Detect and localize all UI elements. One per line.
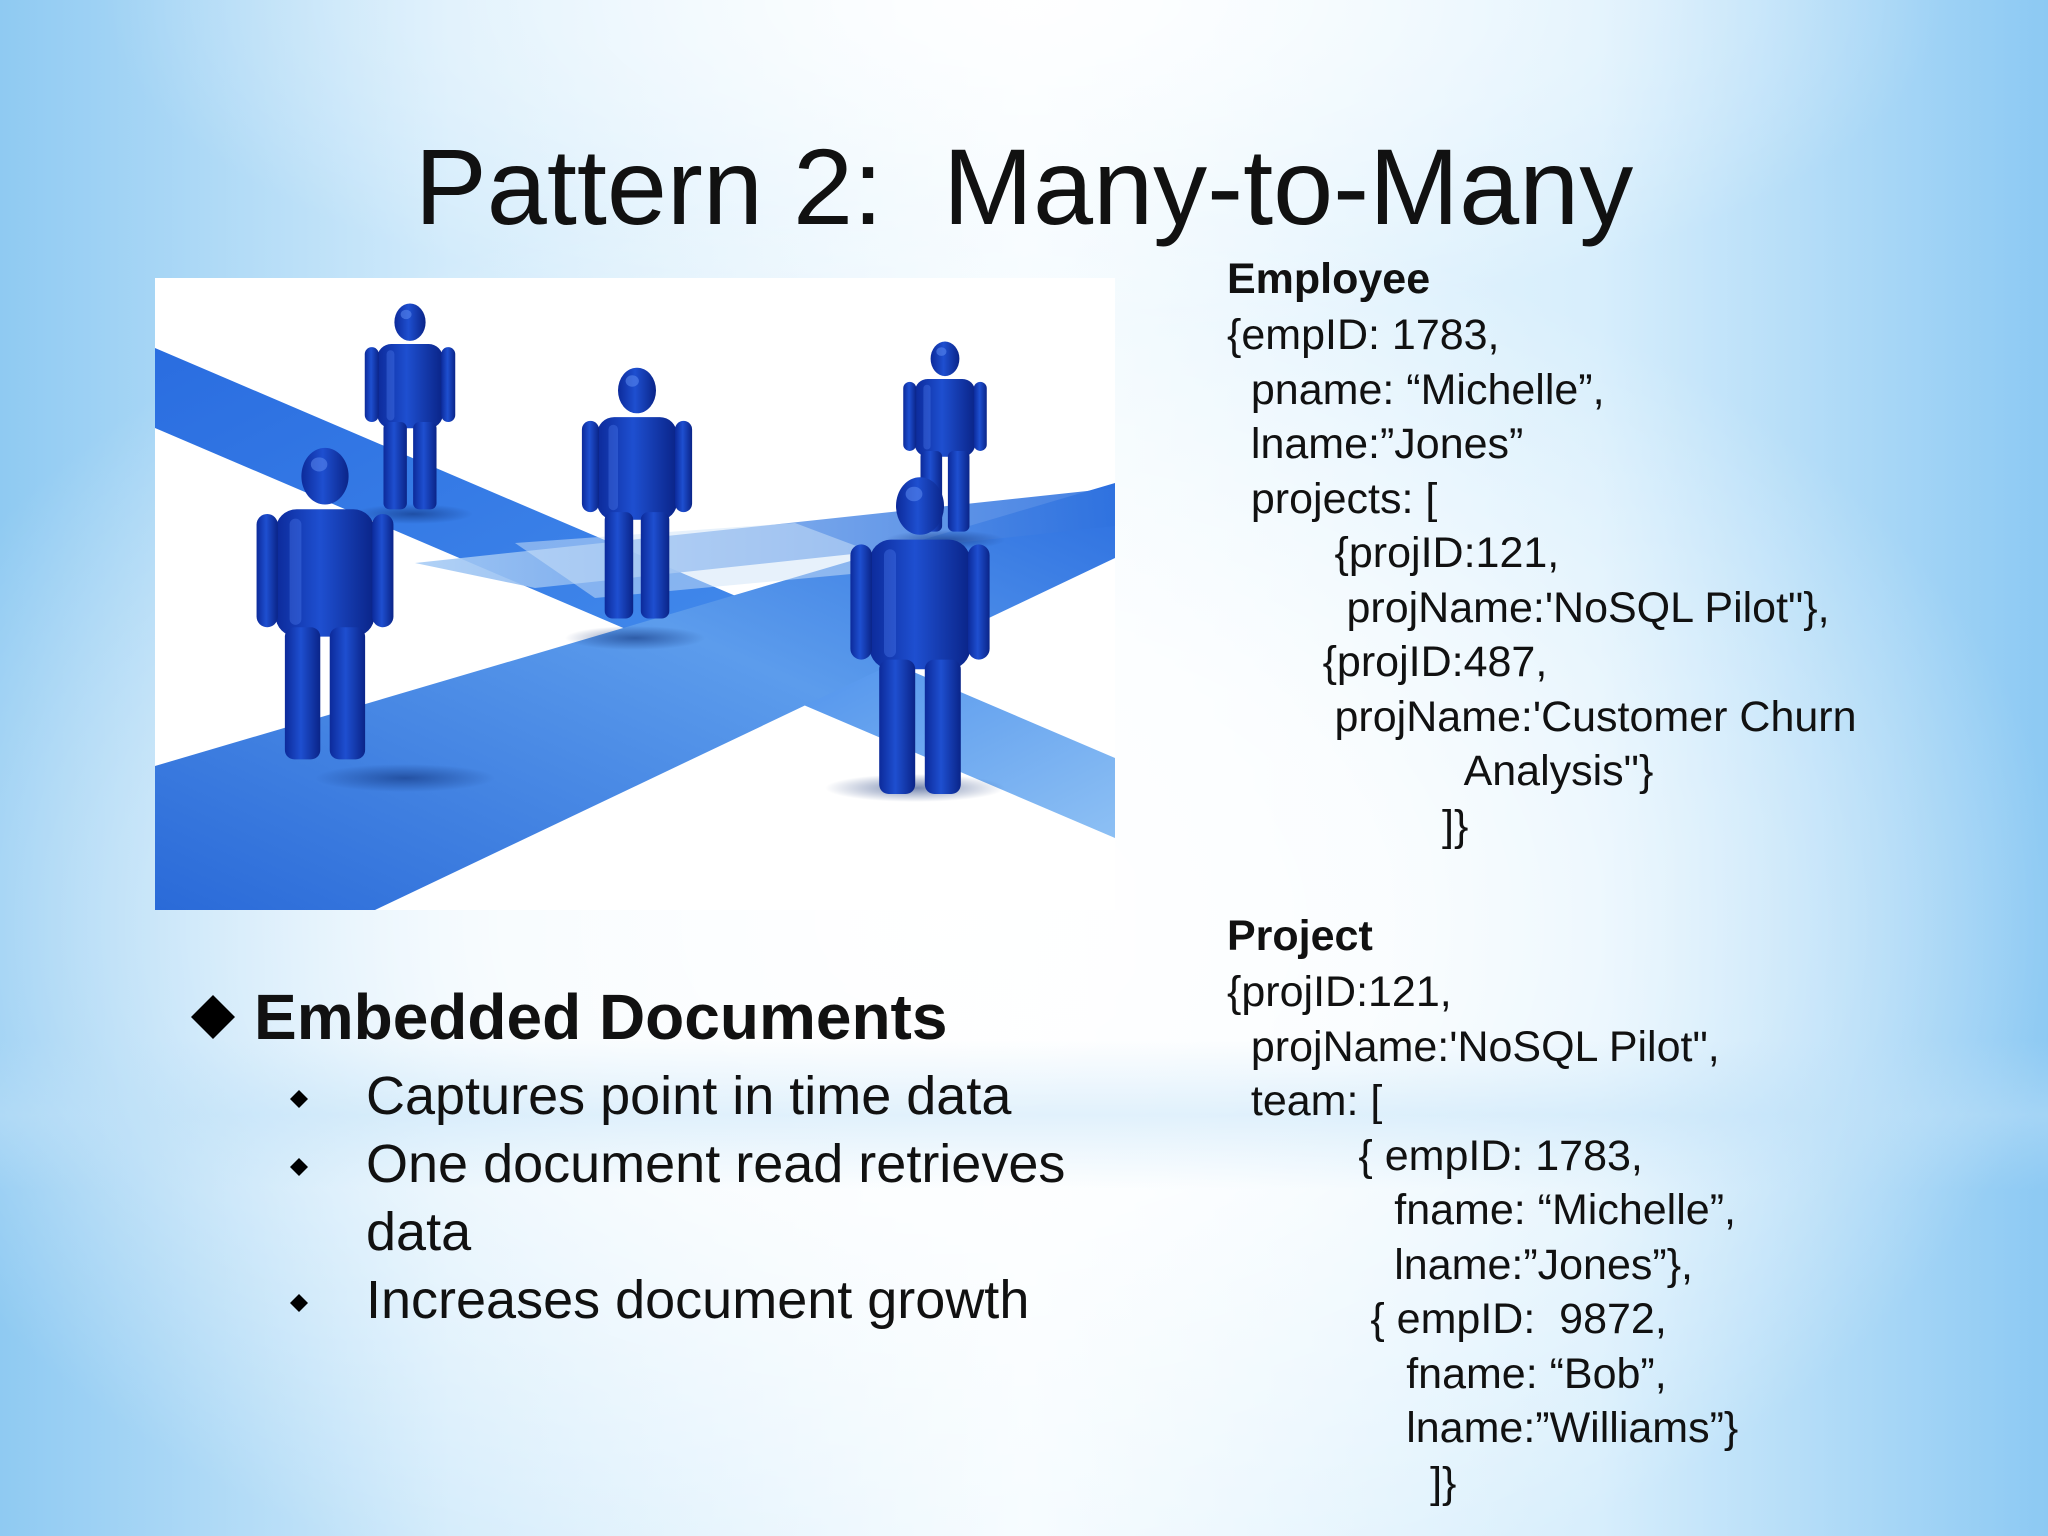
- employee-code-line: ]}: [1227, 801, 1469, 850]
- employee-code-line: projects: [: [1227, 474, 1438, 523]
- employee-code-line: projName:'Customer Churn: [1227, 692, 1857, 741]
- sub-bullet-text: One document read retrieves data: [366, 1134, 1066, 1262]
- main-bullet-text: Embedded Documents: [254, 981, 948, 1053]
- employee-code-line: Analysis"}: [1227, 747, 1654, 795]
- sub-bullet-text: Increases document growth: [366, 1270, 1030, 1330]
- bullet-list: Embedded Documents Captures point in tim…: [190, 976, 1150, 1334]
- sub-bullet-item: Increases document growth: [190, 1266, 1150, 1334]
- sub-bullet-list: Captures point in time data One document…: [190, 1062, 1150, 1334]
- project-code-line: { empID: 1783,: [1227, 1131, 1643, 1180]
- employee-code-line: {empID: 1783,: [1227, 311, 1500, 359]
- employee-code-line: pname: “Michelle”,: [1227, 365, 1605, 414]
- project-code-line: team: [: [1227, 1077, 1383, 1125]
- employee-code-line: projName:'NoSQL Pilot"},: [1227, 583, 1830, 632]
- project-code-line: projName:'NoSQL Pilot",: [1227, 1022, 1720, 1071]
- employee-code-line: {projID:487,: [1227, 638, 1548, 686]
- sub-bullet-item: One document read retrieves data: [190, 1130, 1150, 1266]
- document-examples: Employee {empID: 1783, pname: “Michelle”…: [1227, 250, 2027, 1510]
- project-code-line: { empID: 9872,: [1227, 1295, 1667, 1343]
- employee-code-line: {projID:121,: [1227, 529, 1560, 577]
- sub-bullet-item: Captures point in time data: [190, 1062, 1150, 1130]
- main-bullet: Embedded Documents: [190, 976, 1150, 1058]
- diamond-icon: [191, 995, 235, 1039]
- project-code-line: lname:”Jones”},: [1227, 1240, 1694, 1289]
- project-code-line: lname:”Williams”}: [1227, 1404, 1739, 1452]
- diamond-icon: [290, 1090, 308, 1108]
- project-heading: Project: [1227, 912, 1373, 960]
- employee-heading: Employee: [1227, 255, 1431, 303]
- project-code-line: ]}: [1227, 1458, 1457, 1507]
- project-code-line: fname: “Michelle”,: [1227, 1186, 1736, 1234]
- diamond-icon: [290, 1294, 308, 1312]
- slide-title: Pattern 2: Many-to-Many: [414, 126, 1634, 247]
- project-code-line: fname: “Bob”,: [1227, 1349, 1667, 1398]
- project-code-line: {projID:121,: [1227, 968, 1452, 1016]
- sub-bullet-text: Captures point in time data: [366, 1066, 1012, 1126]
- project-document: Project {projID:121, projName:'NoSQL Pil…: [1227, 907, 2027, 1510]
- people-network-image: [155, 278, 1115, 910]
- diamond-icon: [290, 1158, 308, 1176]
- employee-code-line: lname:”Jones”: [1227, 420, 1524, 468]
- employee-document: Employee {empID: 1783, pname: “Michelle”…: [1227, 250, 2027, 853]
